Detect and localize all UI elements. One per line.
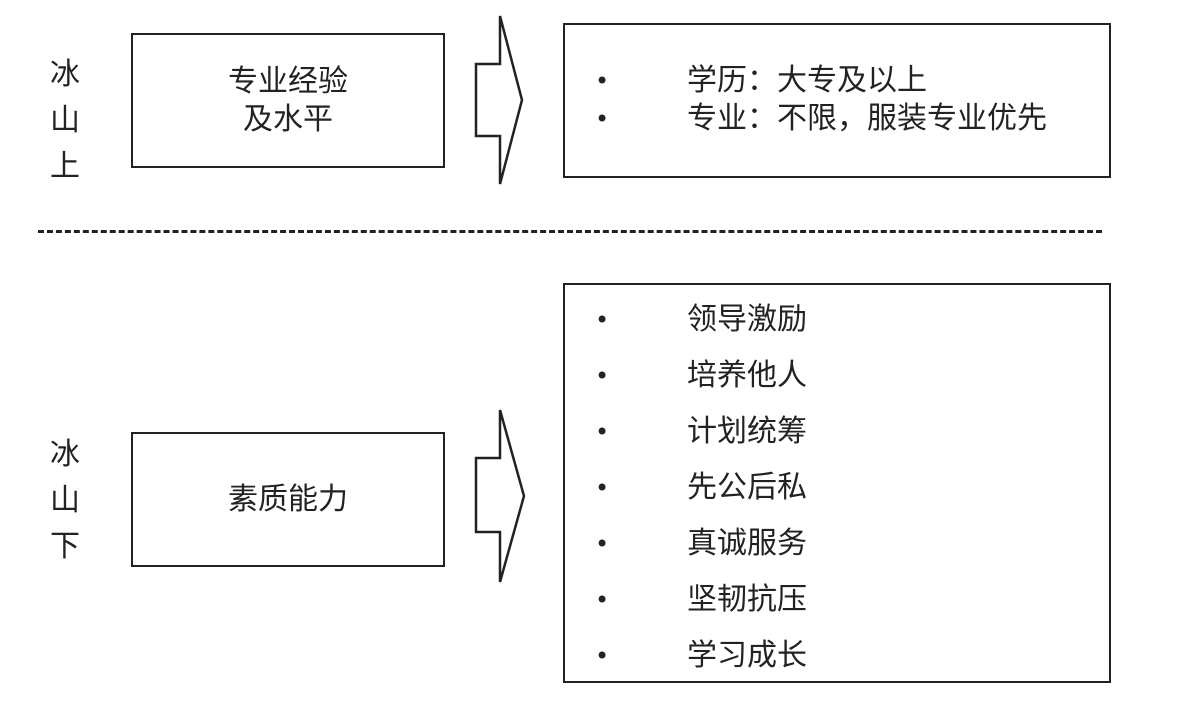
bullet-icon: • <box>595 530 610 558</box>
competency-list: • 领导激励 • 培养他人 • 计划统筹 • 先公后私 • 真诚服务 • 坚韧抗… <box>565 292 1109 684</box>
list-item: • 先公后私 <box>565 460 1109 516</box>
competency-box: • 领导激励 • 培养他人 • 计划统筹 • 先公后私 • 真诚服务 • 坚韧抗… <box>563 283 1111 683</box>
requirements-box: • 学历：大专及以上 • 专业：不限，服装专业优先 <box>563 23 1111 178</box>
list-item: • 培养他人 <box>565 348 1109 404</box>
requirements-list: • 学历：大专及以上 • 专业：不限，服装专业优先 <box>565 62 1109 138</box>
list-item: • 领导激励 <box>565 292 1109 348</box>
category-text: 素质能力 <box>228 481 348 519</box>
waterline-divider <box>38 230 1102 233</box>
category-line: 素质能力 <box>228 481 348 517</box>
list-item-text: 真诚服务 <box>687 526 807 561</box>
bullet-icon: • <box>595 642 610 670</box>
iceberg-below-label: 冰 山 下 <box>45 432 85 570</box>
list-item-text: 先公后私 <box>687 470 807 505</box>
list-item: • 专业：不限，服装专业优先 <box>565 100 1109 138</box>
list-item-text: 专业：不限，服装专业优先 <box>687 101 1047 136</box>
list-item: • 坚韧抗压 <box>565 572 1109 628</box>
list-item: • 真诚服务 <box>565 516 1109 572</box>
category-line: 专业经验 <box>228 63 348 99</box>
bullet-icon: • <box>595 306 610 334</box>
label-char: 冰 <box>50 437 80 472</box>
bullet-icon: • <box>595 67 610 95</box>
list-item-text: 计划统筹 <box>687 414 807 449</box>
right-arrow-icon <box>474 15 524 185</box>
list-item-text: 学习成长 <box>687 638 807 673</box>
list-item-text: 坚韧抗压 <box>687 582 807 617</box>
category-line: 及水平 <box>243 101 333 137</box>
label-char: 山 <box>50 483 80 518</box>
bullet-icon: • <box>595 586 610 614</box>
iceberg-above-label: 冰 山 上 <box>45 52 85 190</box>
list-item: • 计划统筹 <box>565 404 1109 460</box>
bullet-icon: • <box>595 105 610 133</box>
bullet-icon: • <box>595 362 610 390</box>
right-arrow-icon <box>474 409 526 583</box>
list-item-text: 领导激励 <box>687 302 807 337</box>
list-item-text: 学历：大专及以上 <box>687 63 927 98</box>
label-char: 山 <box>50 103 80 138</box>
category-box-experience: 专业经验 及水平 <box>131 33 445 168</box>
list-item: • 学历：大专及以上 <box>565 62 1109 100</box>
list-item-text: 培养他人 <box>687 358 807 393</box>
label-char: 冰 <box>50 57 80 92</box>
bullet-icon: • <box>595 418 610 446</box>
label-char: 上 <box>50 149 80 184</box>
bullet-icon: • <box>595 474 610 502</box>
category-text: 专业经验 及水平 <box>228 63 348 139</box>
list-item: • 学习成长 <box>565 628 1109 684</box>
label-char: 下 <box>50 529 80 564</box>
category-box-competency: 素质能力 <box>131 432 445 567</box>
